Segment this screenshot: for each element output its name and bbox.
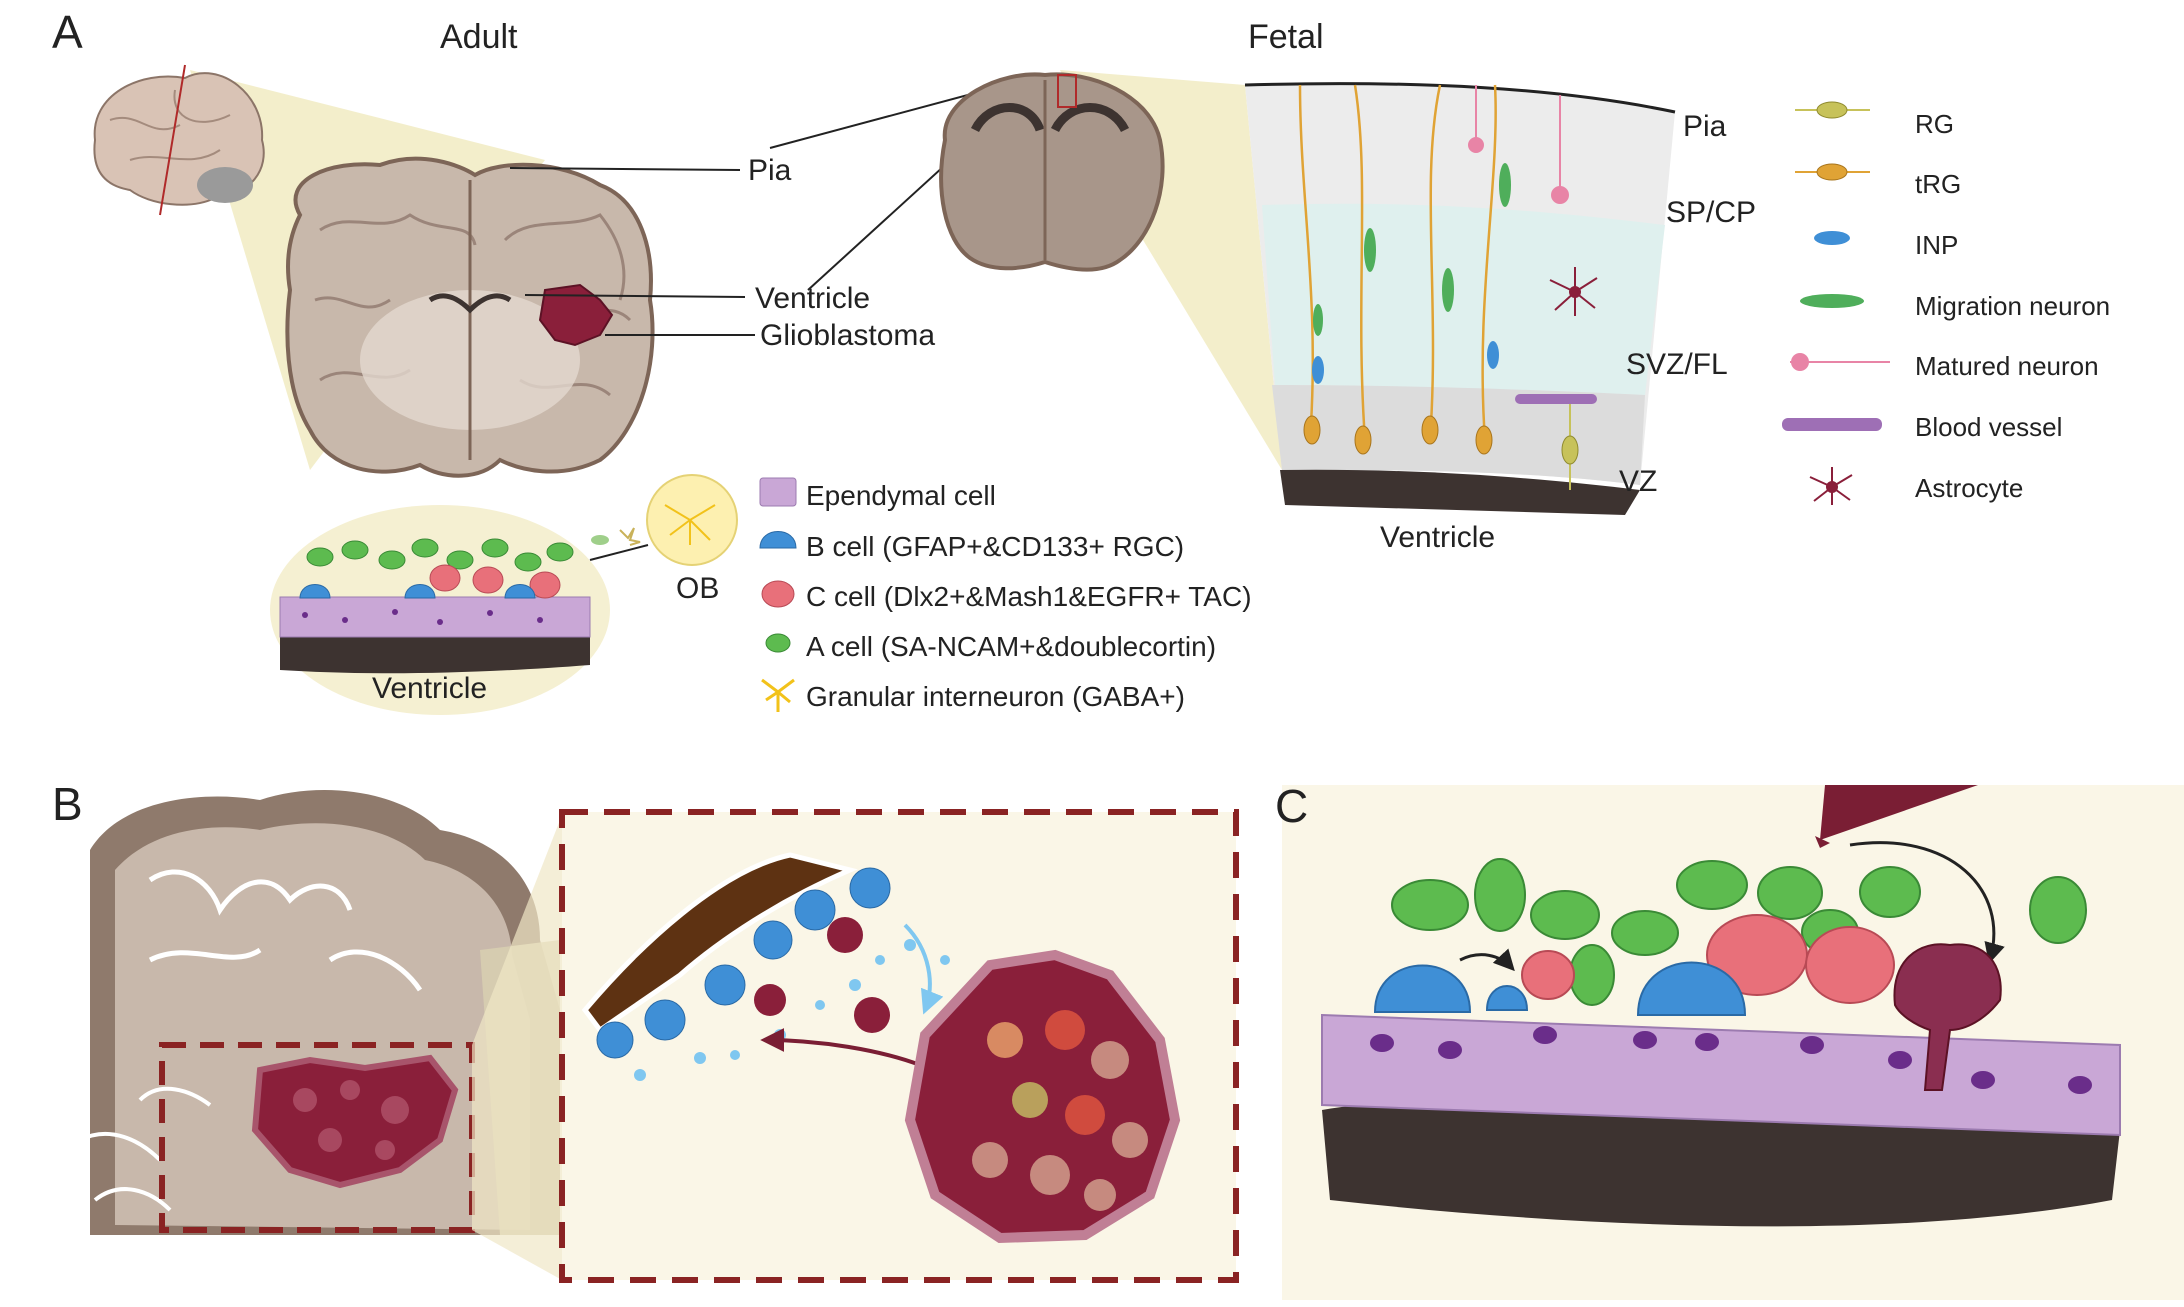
adult-legend-label-3: A cell (SA-NCAM+&doublecortin) — [806, 631, 1216, 662]
adult-legend: Ependymal cell B cell (GFAP+&CD133+ RGC)… — [759, 477, 1252, 712]
fetal-legend-label-4: Matured neuron — [1915, 351, 2099, 381]
fetal-cortex-section — [1244, 82, 1676, 515]
fetal-zone-labels: Pia SP/CP SVZ/FL VZ Ventricle — [1380, 110, 1756, 554]
fetal-legend: RG tRG INP Migration neuron Matured neur… — [1782, 101, 2110, 505]
adult-glioblastoma-label: Glioblastoma — [760, 319, 935, 352]
zone-vz-label: VZ — [1619, 465, 1657, 498]
c-b-cells — [1373, 961, 1747, 1016]
zone-spcp-label: SP/CP — [1666, 196, 1756, 229]
trg-cell-icon — [1795, 163, 1870, 181]
migration-arrow — [760, 1028, 921, 1067]
blood-vessel-icon — [1782, 418, 1882, 431]
migrating-cells-icon — [591, 527, 641, 546]
ob-arrow-line — [589, 544, 649, 561]
inp-cells — [1312, 341, 1499, 384]
fetal-legend-label-3: Migration neuron — [1915, 291, 2110, 321]
ob-interneurons — [664, 504, 716, 545]
matured-neuron-icon — [1790, 353, 1890, 371]
fetal-legend-label-5: Blood vessel — [1915, 412, 2062, 442]
adult-legend-label-0: Ependymal cell — [806, 480, 996, 511]
adult-ventricle-label: Ventricle — [755, 282, 870, 315]
pia-leader — [509, 167, 741, 171]
fetal-title: Fetal — [1248, 18, 1324, 56]
adult-title: Adult — [440, 18, 518, 56]
fetal-ventricle-label: Ventricle — [1380, 521, 1495, 554]
migrating-neurons — [1313, 163, 1511, 336]
inp-cell-icon — [1814, 231, 1850, 245]
panel-a-letter: A — [52, 6, 83, 58]
injection-arrow — [1849, 841, 2005, 965]
b-cells-border — [596, 867, 891, 1059]
fetal-legend-label-0: RG — [1915, 109, 1954, 139]
adult-coronal-brain — [285, 156, 655, 478]
ob-label: OB — [676, 572, 719, 605]
c-c-cells — [1521, 914, 1895, 1004]
tumor-cells-b — [972, 1010, 1148, 1211]
recruitment-arrow — [903, 923, 944, 1015]
adult-glioblastoma — [538, 283, 614, 347]
olfactory-bulb-circle — [646, 474, 738, 566]
panel-c-letter: C — [1275, 780, 1308, 832]
b-cell-icon — [759, 531, 797, 549]
a-cell-icon — [765, 633, 791, 653]
granular-interneuron-icon — [761, 678, 795, 712]
panel-b-letter: B — [52, 778, 83, 830]
astrocyte-icon — [1809, 467, 1853, 505]
pipette-tip — [1815, 836, 1830, 848]
adult-legend-label-4: Granular interneuron (GABA+) — [806, 681, 1185, 712]
c-a-cells — [1391, 858, 2087, 1006]
c-ventricle-floor — [1321, 1013, 2121, 1227]
adult-pia-label: Pia — [748, 154, 792, 187]
rg-cell — [1561, 400, 1579, 490]
zoom-wedge-b — [472, 815, 562, 1280]
c-cell-icon — [761, 580, 795, 608]
zone-pia-label: Pia — [1683, 110, 1727, 143]
ventricle-leader — [524, 294, 746, 298]
migration-neuron-icon — [1800, 294, 1864, 308]
trg-cells — [1303, 415, 1493, 455]
blood-vessel — [1515, 394, 1597, 404]
whole-brain-icon — [93, 64, 265, 216]
radial-glia-fibers — [1298, 84, 1497, 441]
rg-cell-icon — [1795, 101, 1870, 119]
fetal-legend-label-1: tRG — [1915, 169, 1961, 199]
svz-ventricle-label: Ventricle — [372, 672, 487, 705]
zone-svzfl-label: SVZ/FL — [1626, 348, 1728, 381]
ependymal-cell-icon — [759, 477, 797, 507]
adult-legend-label-1: B cell (GFAP+&CD133+ RGC) — [806, 531, 1184, 562]
adult-svz-section — [279, 538, 591, 674]
astrocyte — [1549, 267, 1598, 316]
ventricle-wall-b — [581, 852, 858, 1034]
c-tumor-cell — [1893, 943, 2002, 1091]
tumor-texture-sagittal — [293, 1080, 409, 1160]
fetal-legend-label-6: Astrocyte — [1915, 473, 2023, 503]
adult-legend-label-2: C cell (Dlx2+&Mash1&EGFR+ TAC) — [806, 581, 1252, 612]
fetal-legend-label-2: INP — [1915, 230, 1958, 260]
matured-neurons — [1468, 85, 1569, 204]
fetal-coronal-brain — [939, 72, 1165, 272]
c-division-arrow — [1459, 948, 1515, 972]
pipette — [1820, 785, 1978, 840]
c-ependymal-nuclei — [1370, 1026, 2092, 1094]
